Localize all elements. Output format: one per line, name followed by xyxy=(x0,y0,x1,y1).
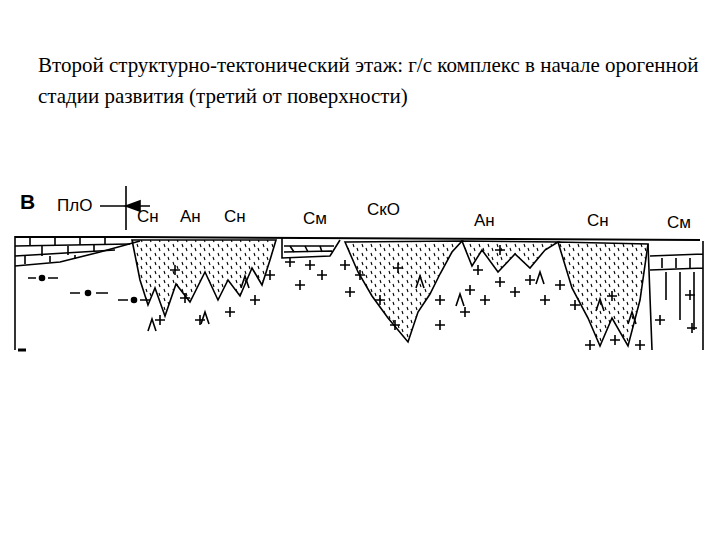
granite-symbol xyxy=(465,285,475,295)
granite-symbol xyxy=(295,280,305,290)
granite-symbol xyxy=(155,315,165,325)
formation-label: СкО xyxy=(367,201,400,218)
granite-symbol xyxy=(390,320,400,330)
volcanic-symbol xyxy=(596,299,604,311)
formation-label: Ан xyxy=(180,208,201,225)
granite-symbol xyxy=(473,265,483,275)
formation-label: Сн xyxy=(137,208,159,225)
granite-symbol xyxy=(285,257,295,267)
volcanic-symbol xyxy=(536,272,544,284)
formation-label: Сн xyxy=(587,212,609,229)
granite-symbol xyxy=(317,270,327,280)
granite-symbol xyxy=(305,260,315,270)
granite-symbol xyxy=(495,245,505,255)
granite-symbol xyxy=(393,263,403,273)
granite-symbol xyxy=(540,295,550,305)
granite-symbol xyxy=(355,270,365,280)
granite-symbol xyxy=(250,295,260,305)
granite-symbol xyxy=(685,290,695,300)
volcanic-symbol xyxy=(628,312,636,324)
granite-symbol xyxy=(635,340,645,350)
granite-symbol xyxy=(435,320,445,330)
granite-symbol xyxy=(607,291,617,301)
formation-label: Ан xyxy=(474,212,495,229)
granite-symbol xyxy=(375,295,385,305)
granite-symbol xyxy=(435,295,445,305)
granite-symbol xyxy=(460,307,470,317)
granite-symbol xyxy=(655,315,665,325)
granite-symbol xyxy=(555,280,565,290)
formation-label: Сн xyxy=(224,208,246,225)
granite-symbol xyxy=(687,323,697,333)
granite-symbol xyxy=(345,287,355,297)
volcanic-symbol xyxy=(148,319,156,331)
granite-symbol xyxy=(610,335,620,345)
granite-symbol xyxy=(495,277,505,287)
volcanic-symbol xyxy=(241,276,249,288)
granite-symbol xyxy=(180,293,190,303)
formation-label: См xyxy=(667,214,691,231)
granite-symbol xyxy=(585,340,595,350)
granite-symbol xyxy=(340,260,350,270)
volcanic-symbol xyxy=(456,294,464,306)
granite-symbol xyxy=(510,287,520,297)
granite-symbol xyxy=(265,270,275,280)
formation-label: В xyxy=(20,191,35,212)
volcanic-symbol xyxy=(416,276,424,288)
granite-symbol xyxy=(170,265,180,275)
slide-title: Второй структурно-тектонический этаж: г/… xyxy=(38,50,713,112)
granite-symbol xyxy=(570,300,580,310)
granite-symbol xyxy=(225,307,235,317)
formation-label: ПлО xyxy=(57,197,92,214)
granite-symbol xyxy=(525,275,535,285)
granite-symbol xyxy=(480,295,490,305)
formation-label: См xyxy=(303,210,327,227)
volcanic-symbol xyxy=(201,312,209,324)
